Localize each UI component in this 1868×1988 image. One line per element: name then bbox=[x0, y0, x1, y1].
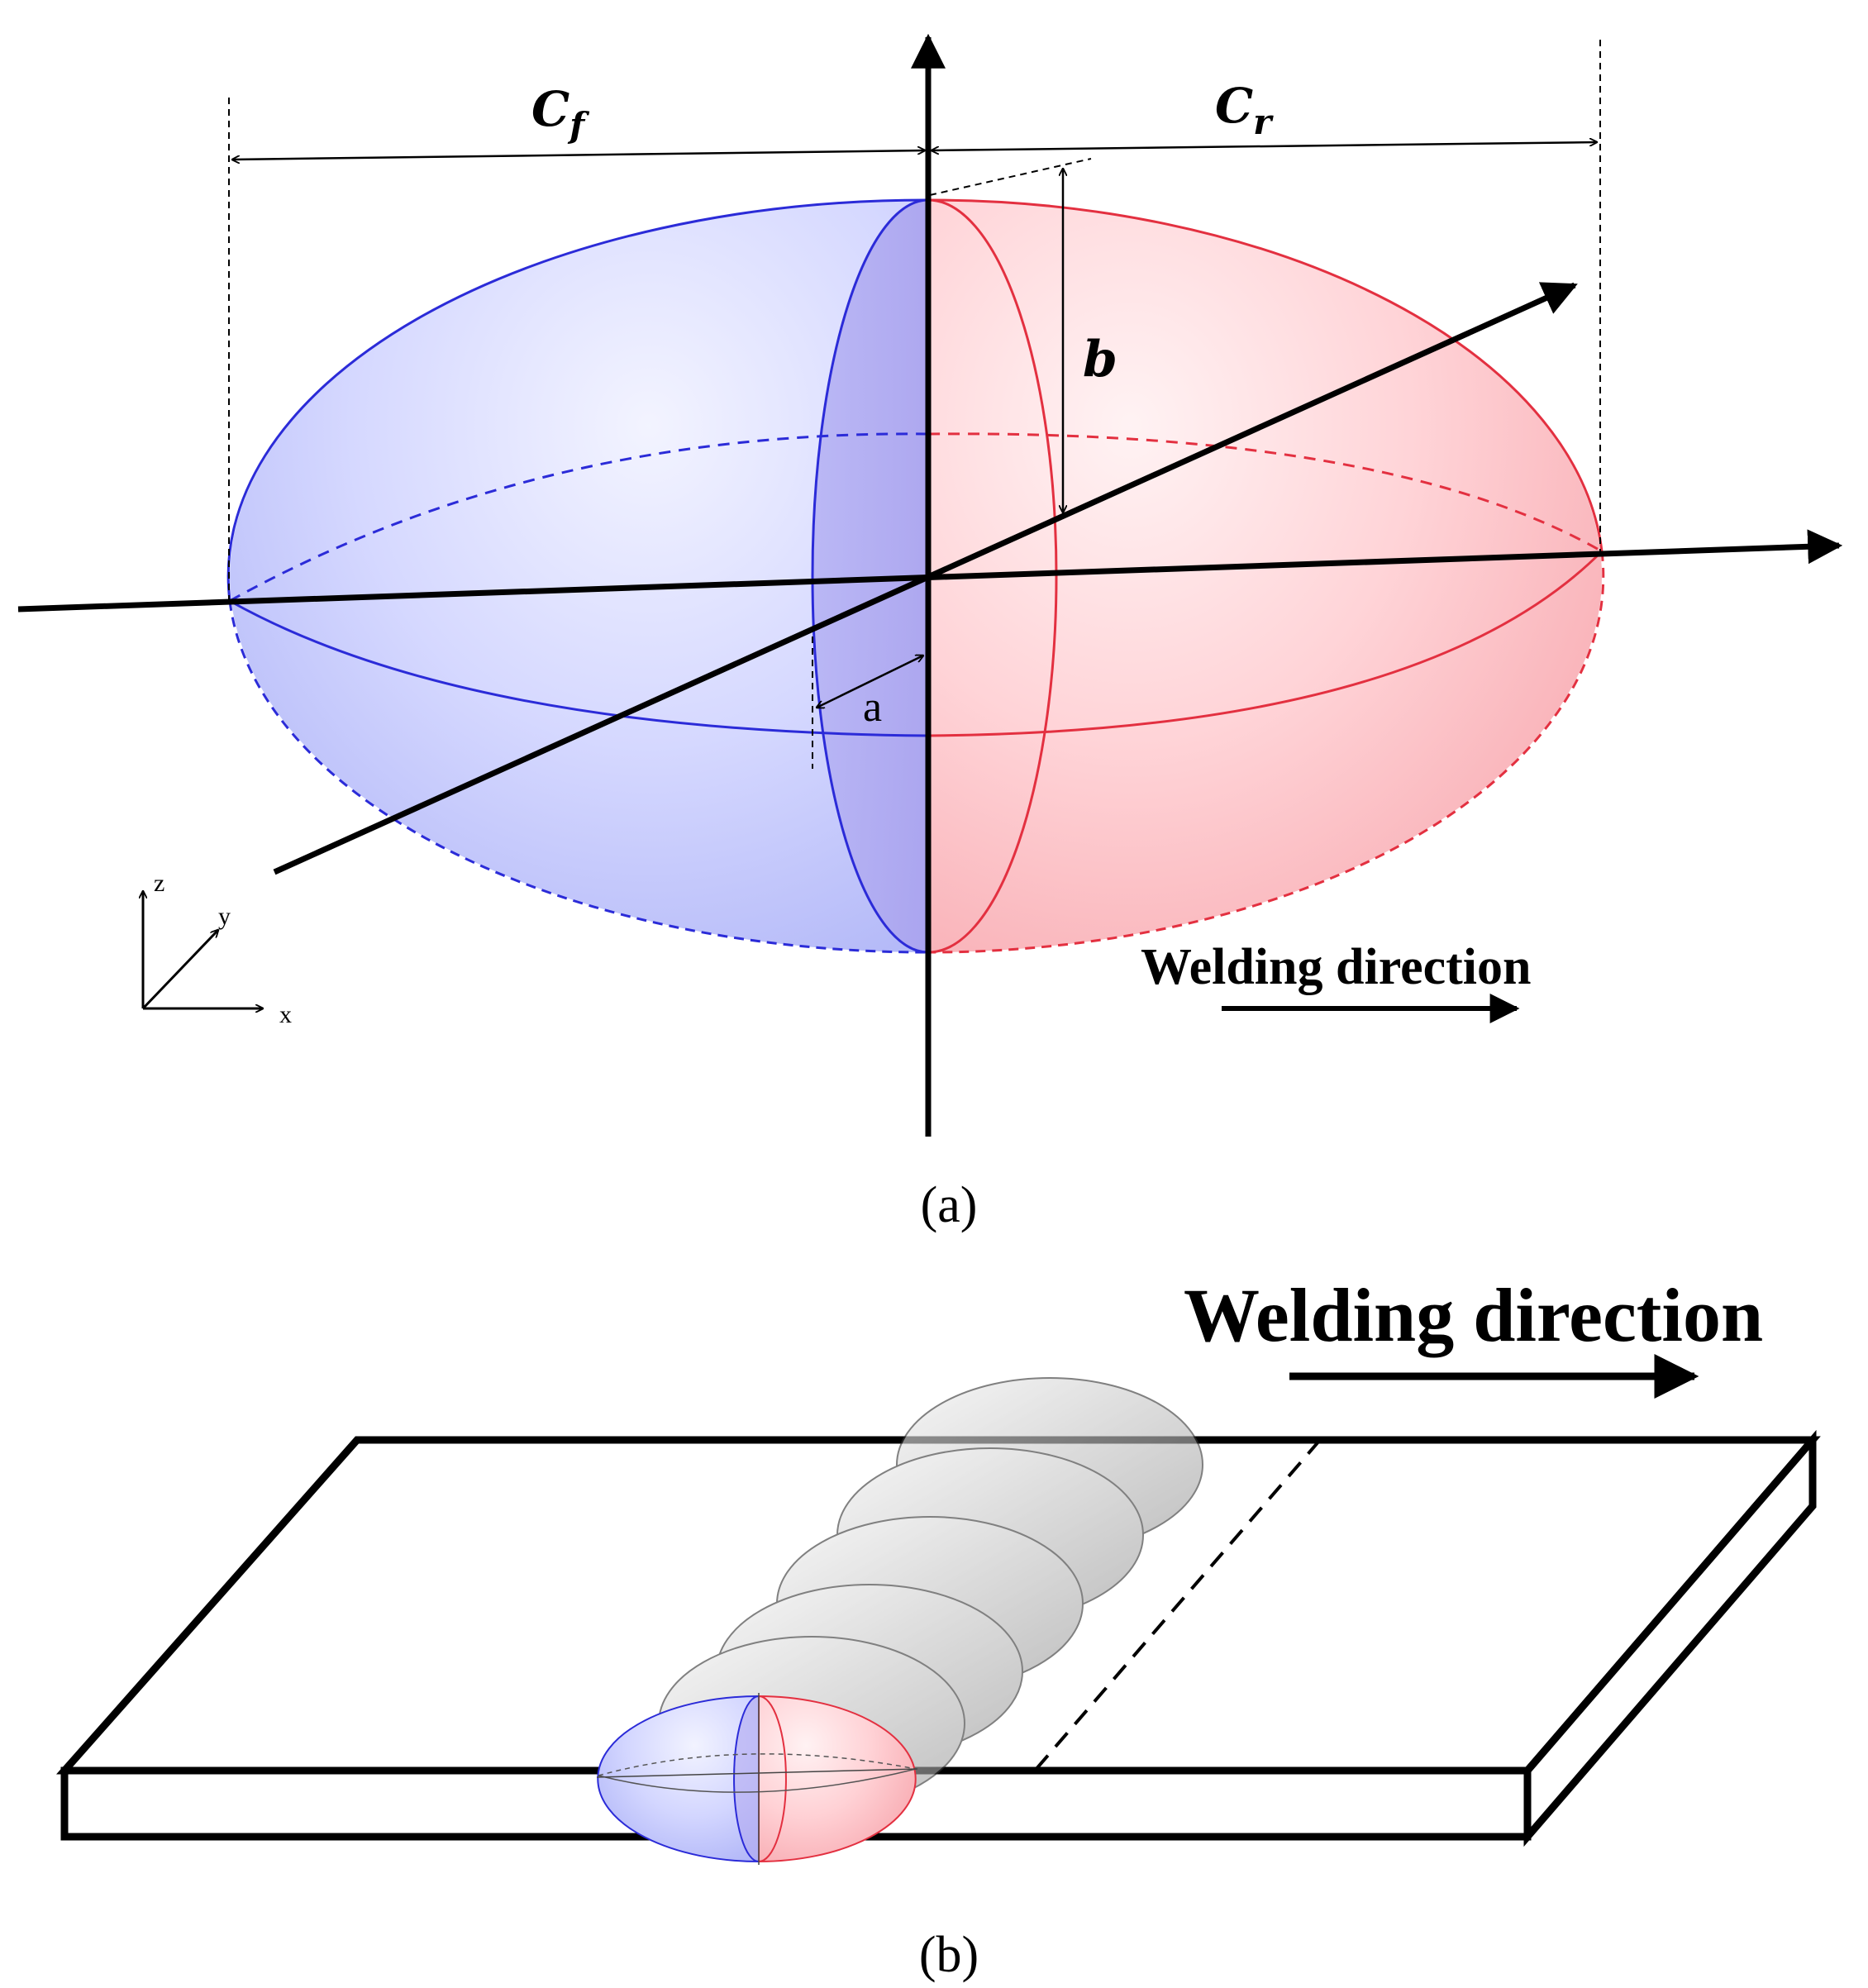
xyz-triad: z y x bbox=[143, 870, 292, 1028]
rear-outline-upper bbox=[927, 198, 1604, 552]
cr-dimension-arrow bbox=[932, 142, 1597, 150]
rear-outline-lower bbox=[927, 551, 1605, 954]
mini-equator-front bbox=[598, 1768, 917, 1793]
mini-axis-horizontal bbox=[596, 1768, 918, 1778]
equator-back-rear-half bbox=[928, 432, 1603, 553]
mini-rear-half bbox=[758, 1695, 917, 1863]
equator-front-front-half bbox=[229, 599, 928, 737]
triad-label-x: x bbox=[279, 1001, 292, 1028]
label-cr: Cr bbox=[1215, 78, 1274, 142]
cross-section-blue bbox=[811, 198, 929, 954]
equator-front-rear-half bbox=[928, 550, 1604, 737]
cf-dimension-arrow bbox=[232, 150, 925, 160]
label-a: a bbox=[863, 684, 882, 731]
label-cf: Cf bbox=[531, 81, 590, 145]
label-b: b bbox=[1083, 331, 1117, 389]
mini-section-blue bbox=[733, 1695, 760, 1862]
triad-label-y: y bbox=[218, 903, 231, 930]
mini-equator-back bbox=[598, 1753, 917, 1776]
cross-section-tint bbox=[812, 200, 928, 952]
panel-b-diagram: Welding direction (b) bbox=[56, 1273, 1821, 1983]
mini-front-half bbox=[597, 1695, 760, 1863]
mini-heat-source bbox=[596, 1693, 918, 1865]
caption-b: (b) bbox=[919, 1927, 979, 1983]
front-outline-upper bbox=[226, 198, 929, 602]
depth-axis bbox=[273, 282, 1578, 875]
rear-half-ellipsoid bbox=[928, 200, 1602, 952]
front-half-ellipsoid bbox=[230, 200, 928, 952]
welding-direction-label-a: Welding direction bbox=[1141, 939, 1532, 995]
weld-line-dashed bbox=[1033, 1438, 1322, 1772]
equator-back-front-half bbox=[229, 432, 928, 603]
cross-section-red bbox=[927, 198, 1058, 954]
a-dimension-arrow bbox=[817, 656, 923, 708]
plate-side-face bbox=[1523, 1429, 1817, 1847]
caption-a: (a) bbox=[921, 1177, 978, 1233]
triad-label-z: z bbox=[154, 870, 164, 897]
mini-section-red bbox=[758, 1695, 787, 1862]
b-extension-line bbox=[929, 158, 1092, 196]
front-outline-lower bbox=[228, 600, 929, 954]
welding-direction-label-b: Welding direction bbox=[1184, 1273, 1763, 1357]
panel-a-diagram: Cf Cr b a z y x Welding direction (a) bbox=[17, 33, 1843, 1233]
